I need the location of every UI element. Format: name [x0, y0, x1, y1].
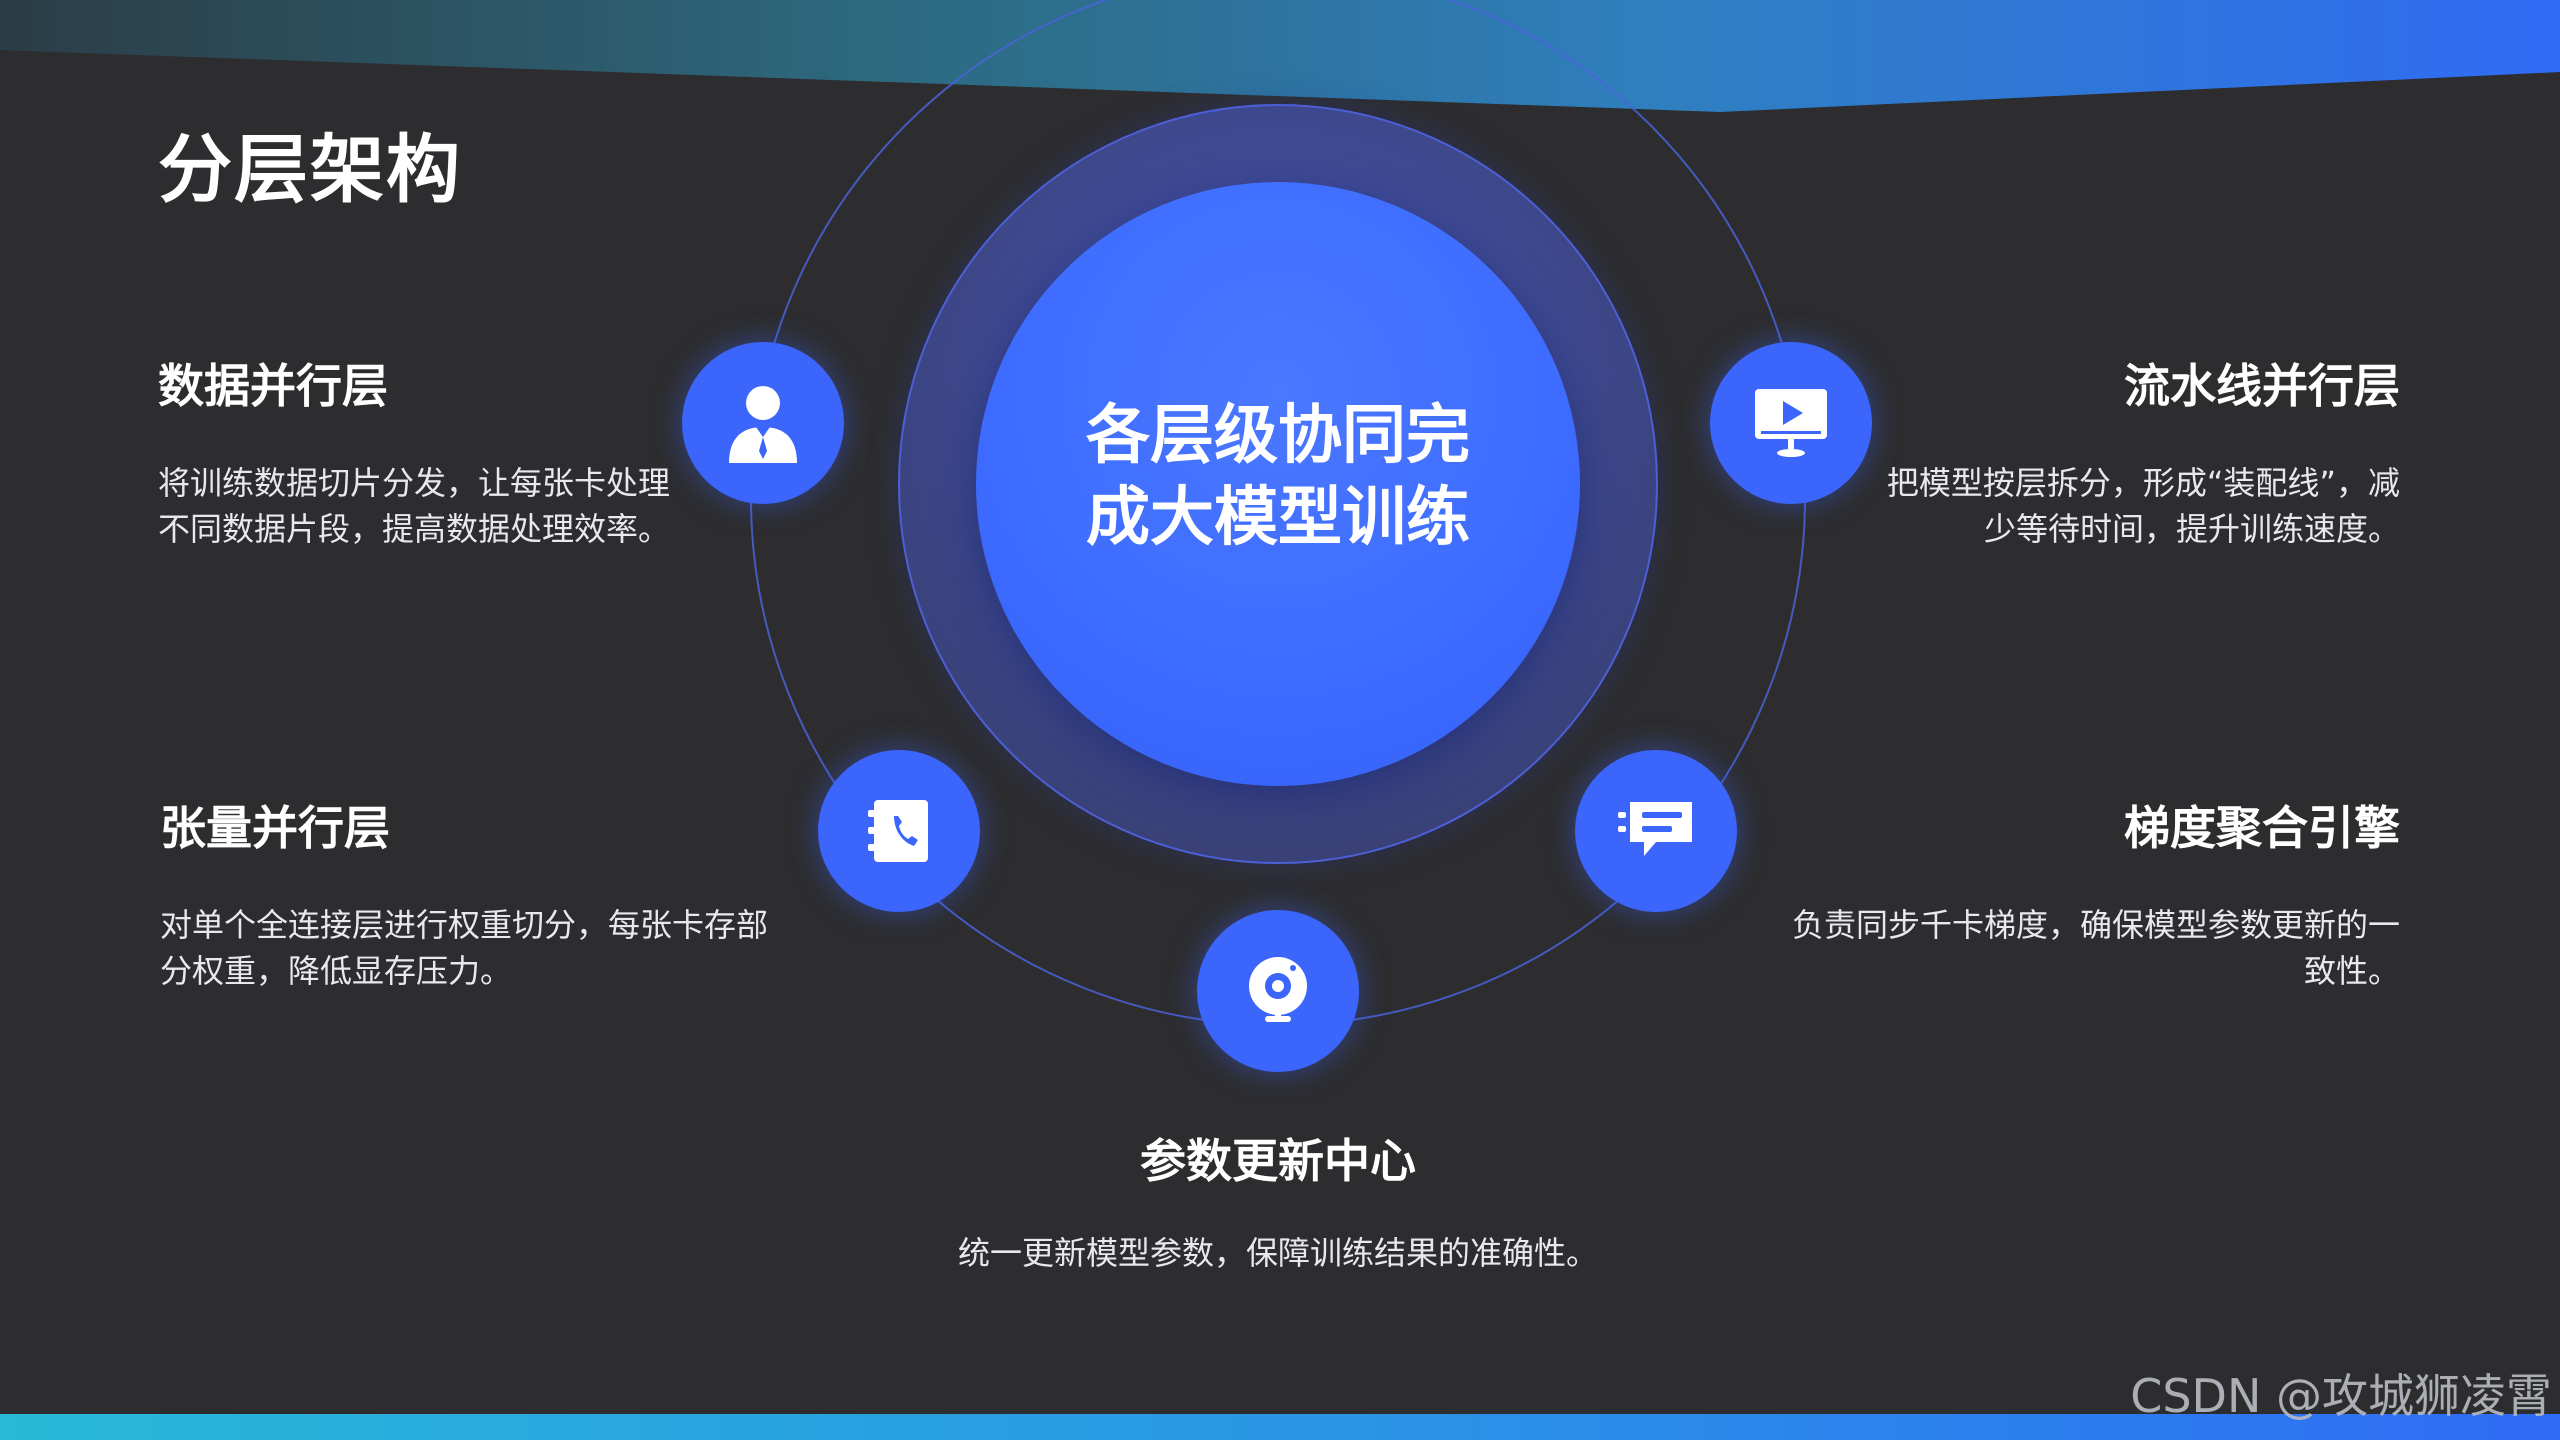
parameter-update-desc: 统一更新模型参数，保障训练结果的准确性。 — [880, 1230, 1676, 1276]
data-parallel-desc: 将训练数据切片分发，让每张卡处理 不同数据片段，提高数据处理效率。 — [158, 460, 718, 552]
pipeline-parallel-node[interactable] — [1710, 342, 1872, 504]
gradient-aggregation-node[interactable] — [1575, 750, 1737, 912]
center-text-line-2: 成大模型训练 — [1086, 481, 1470, 555]
pipeline-parallel-desc: 把模型按层拆分，形成“装配线”，减 少等待时间，提升训练速度。 — [1800, 460, 2400, 552]
center-text: 各层级协同完 成大模型训练 — [976, 395, 1580, 559]
person-icon — [725, 381, 801, 465]
data-parallel-title: 数据并行层 — [158, 359, 388, 413]
monitor-play-icon — [1753, 387, 1829, 459]
parameter-update-title: 参数更新中心 — [1140, 1134, 1416, 1188]
bottom-gradient-band — [0, 1414, 2560, 1440]
page-title: 分层架构 — [158, 127, 462, 213]
gradient-aggregation-desc: 负责同步千卡梯度，确保模型参数更新的一 致性。 — [1730, 902, 2400, 994]
tensor-parallel-node[interactable] — [818, 750, 980, 912]
gradient-aggregation-desc-line-2: 致性。 — [2303, 952, 2400, 990]
pipeline-parallel-desc-line-1: 把模型按层拆分，形成“装配线”，减 — [1886, 464, 2400, 502]
data-parallel-node[interactable] — [682, 342, 844, 504]
tensor-parallel-desc: 对单个全连接层进行权重切分，每张卡存部 分权重，降低显存压力。 — [160, 902, 820, 994]
webcam-icon — [1243, 954, 1313, 1028]
gradient-aggregation-desc-line-1: 负责同步千卡梯度，确保模型参数更新的一 — [1791, 906, 2400, 944]
watermark: CSDN @攻城狮凌霄 — [2130, 1369, 2552, 1423]
pipeline-parallel-desc-line-2: 少等待时间，提升训练速度。 — [1983, 510, 2400, 548]
contact-book-icon — [864, 796, 934, 866]
pipeline-parallel-title: 流水线并行层 — [2124, 359, 2400, 413]
tensor-parallel-title: 张量并行层 — [160, 801, 390, 855]
data-parallel-desc-line-1: 将训练数据切片分发，让每张卡处理 — [158, 464, 671, 502]
data-parallel-desc-line-2: 不同数据片段，提高数据处理效率。 — [158, 510, 671, 548]
center-circle — [976, 182, 1580, 786]
tensor-parallel-desc-line-1: 对单个全连接层进行权重切分，每张卡存部 — [160, 906, 769, 944]
parameter-update-desc-line-1: 统一更新模型参数，保障训练结果的准确性。 — [957, 1234, 1598, 1272]
parameter-update-node[interactable] — [1197, 910, 1359, 1072]
tensor-parallel-desc-line-2: 分权重，降低显存压力。 — [160, 952, 513, 990]
gradient-aggregation-title: 梯度聚合引擎 — [2124, 801, 2400, 855]
chat-list-icon — [1616, 796, 1696, 866]
center-text-line-1: 各层级协同完 — [1086, 399, 1470, 473]
